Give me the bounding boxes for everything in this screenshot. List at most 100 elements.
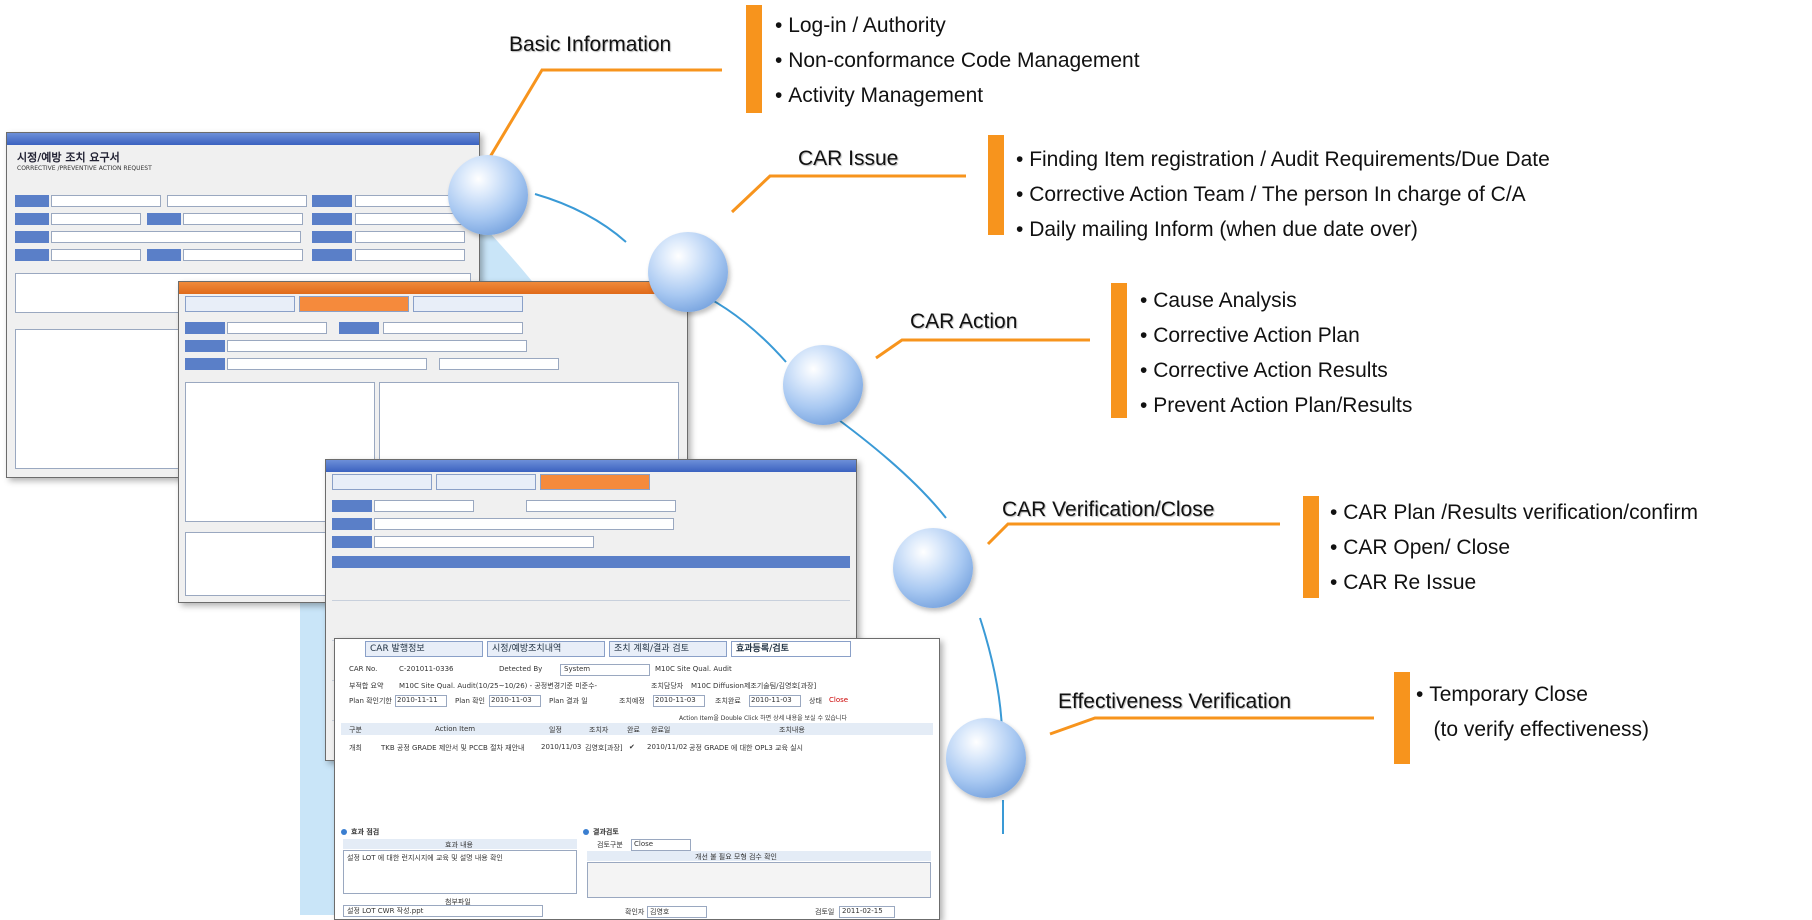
accent-bar	[1394, 672, 1410, 764]
connector-car-verification-close	[986, 522, 1280, 546]
stage-items-car-action: Cause Analysis Corrective Action Plan Co…	[1140, 283, 1412, 423]
tab	[185, 296, 295, 312]
review-date-value: 2011-02-15	[842, 907, 883, 915]
action-done-field[interactable]	[749, 695, 801, 707]
table-row-line	[332, 600, 850, 601]
form-field	[51, 231, 301, 243]
stage-items-car-issue: Finding Item registration / Audit Requir…	[1016, 142, 1550, 247]
stage-item: Corrective Action Team / The person In c…	[1016, 177, 1550, 212]
stage-sphere-car-verification-close	[893, 528, 973, 608]
form-field	[374, 536, 594, 548]
review-type-label: 검토구분	[597, 841, 623, 849]
status-value: Close	[829, 696, 849, 704]
form-label	[15, 249, 49, 261]
form-label	[185, 358, 225, 370]
tab-plan-result-review[interactable]: 조치 계획/결과 검토	[609, 641, 727, 657]
form-label	[332, 536, 372, 548]
form-label	[15, 231, 49, 243]
action-done-label: 조치완료	[715, 697, 741, 705]
plan-confirm-label: Plan 확인	[455, 697, 485, 705]
window-titlebar	[7, 133, 479, 145]
table-cell: 공정 GRADE 에 대한 OPL3 교육 실시	[689, 744, 804, 752]
stage-label-car-action: CAR Action	[910, 310, 1018, 333]
attach-file-field[interactable]	[343, 905, 543, 917]
form-label	[312, 249, 352, 261]
action-date-field[interactable]	[653, 695, 705, 707]
complete-check-icon: ✔	[629, 743, 635, 751]
review-type-select[interactable]	[631, 839, 691, 851]
table-header-cell: 조치자	[589, 726, 609, 734]
form-label	[185, 340, 225, 352]
form-label	[332, 518, 372, 530]
review-date-label: 검토일	[815, 908, 835, 916]
form-label	[312, 213, 352, 225]
subject-label: 부적합 요약	[349, 682, 384, 690]
window-subtitle: CORRECTIVE /PREVENTIVE ACTION REQUEST	[17, 165, 152, 172]
window-titlebar	[326, 460, 856, 472]
stage-item: (to verify effectiveness)	[1433, 718, 1650, 741]
section-bullet-icon	[583, 829, 589, 835]
table-header-cell: Action Item	[435, 725, 476, 733]
audit-label: M10C Site Qual. Audit	[655, 665, 732, 673]
connector-car-action	[875, 338, 1090, 360]
window-title: 시정/예방 조치 요구서	[17, 151, 120, 164]
tab-active	[540, 474, 650, 490]
stage-item: CAR Open/ Close	[1330, 530, 1698, 565]
stage-label-effectiveness-verification: Effectiveness Verification	[1058, 690, 1292, 713]
review-type-value: Close	[634, 840, 654, 848]
tab-car-issue-info[interactable]: CAR 발행정보	[365, 641, 483, 657]
table-cell: 2010/11/02	[647, 743, 688, 751]
form-label	[185, 322, 225, 334]
table-cell: 개최	[349, 744, 362, 752]
plan-deadline-label: Plan 확인기한	[349, 697, 392, 705]
form-field	[227, 322, 327, 334]
table-cell: 김영호[과장]	[585, 744, 623, 752]
form-field	[227, 358, 427, 370]
stage-item: Non-conformance Code Management	[775, 43, 1139, 78]
form-field	[183, 249, 303, 261]
table-header-cell: 조치내용	[779, 726, 805, 734]
form-field	[374, 518, 674, 530]
effect-text-area[interactable]	[343, 850, 577, 894]
stage-item: CAR Plan /Results verification/confirm	[1330, 495, 1698, 530]
stage-sphere-effectiveness-verification	[946, 718, 1026, 798]
review-text-area[interactable]	[587, 862, 931, 898]
arc-segment	[534, 193, 627, 243]
table-header-cell: 완료일	[651, 726, 671, 734]
tab	[413, 296, 523, 312]
form-label	[339, 322, 379, 334]
stage-sphere-car-issue	[648, 232, 728, 312]
effect-title: 효과 점검	[351, 828, 380, 836]
window-titlebar	[179, 282, 687, 294]
form-label	[147, 213, 181, 225]
table-header-cell: 구분	[349, 726, 362, 734]
tab	[332, 474, 432, 490]
form-field	[439, 358, 559, 370]
tab-active	[299, 296, 409, 312]
stage-item: Finding Item registration / Audit Requir…	[1016, 142, 1550, 177]
arc-segment	[979, 617, 1003, 731]
tab-effect-review[interactable]: 효과등록/검토	[731, 641, 851, 657]
plan-deadline-field[interactable]	[395, 695, 447, 707]
tab	[436, 474, 536, 490]
detected-by-select[interactable]	[560, 664, 650, 676]
table-header-cell: 일정	[549, 726, 562, 734]
car-no-label: CAR No.	[349, 665, 378, 673]
form-field	[227, 340, 527, 352]
form-label	[15, 195, 49, 207]
review-col: 개선 불 필요 모형 검수 확인	[695, 853, 777, 861]
plan-confirm-value: 2010-11-03	[491, 696, 532, 704]
attach-file: 설정 LOT CWR 작성.ppt	[347, 907, 424, 915]
stage-items-effectiveness-verification: Temporary Close (to verify effectiveness…	[1416, 677, 1649, 747]
form-label	[332, 556, 850, 568]
plan-confirm-field[interactable]	[489, 695, 541, 707]
accent-bar	[1111, 283, 1127, 418]
stage-label-basic-information: Basic Information	[509, 33, 672, 56]
manager-value: M10C Diffusion제조기술팀/김영호[과장]	[691, 682, 817, 690]
effect-text: 설정 LOT 에 대한 런지시지에 교육 및 설명 내용 확인	[347, 854, 503, 862]
detected-by-label: Detected By	[499, 665, 543, 673]
plan-deadline-value: 2010-11-11	[397, 696, 438, 704]
form-label	[15, 213, 49, 225]
table-cell: TKB 공정 GRADE 제안서 및 PCCB 절차 재안내	[381, 744, 525, 752]
tab-action-history[interactable]: 시정/예방조치내역	[487, 641, 605, 657]
